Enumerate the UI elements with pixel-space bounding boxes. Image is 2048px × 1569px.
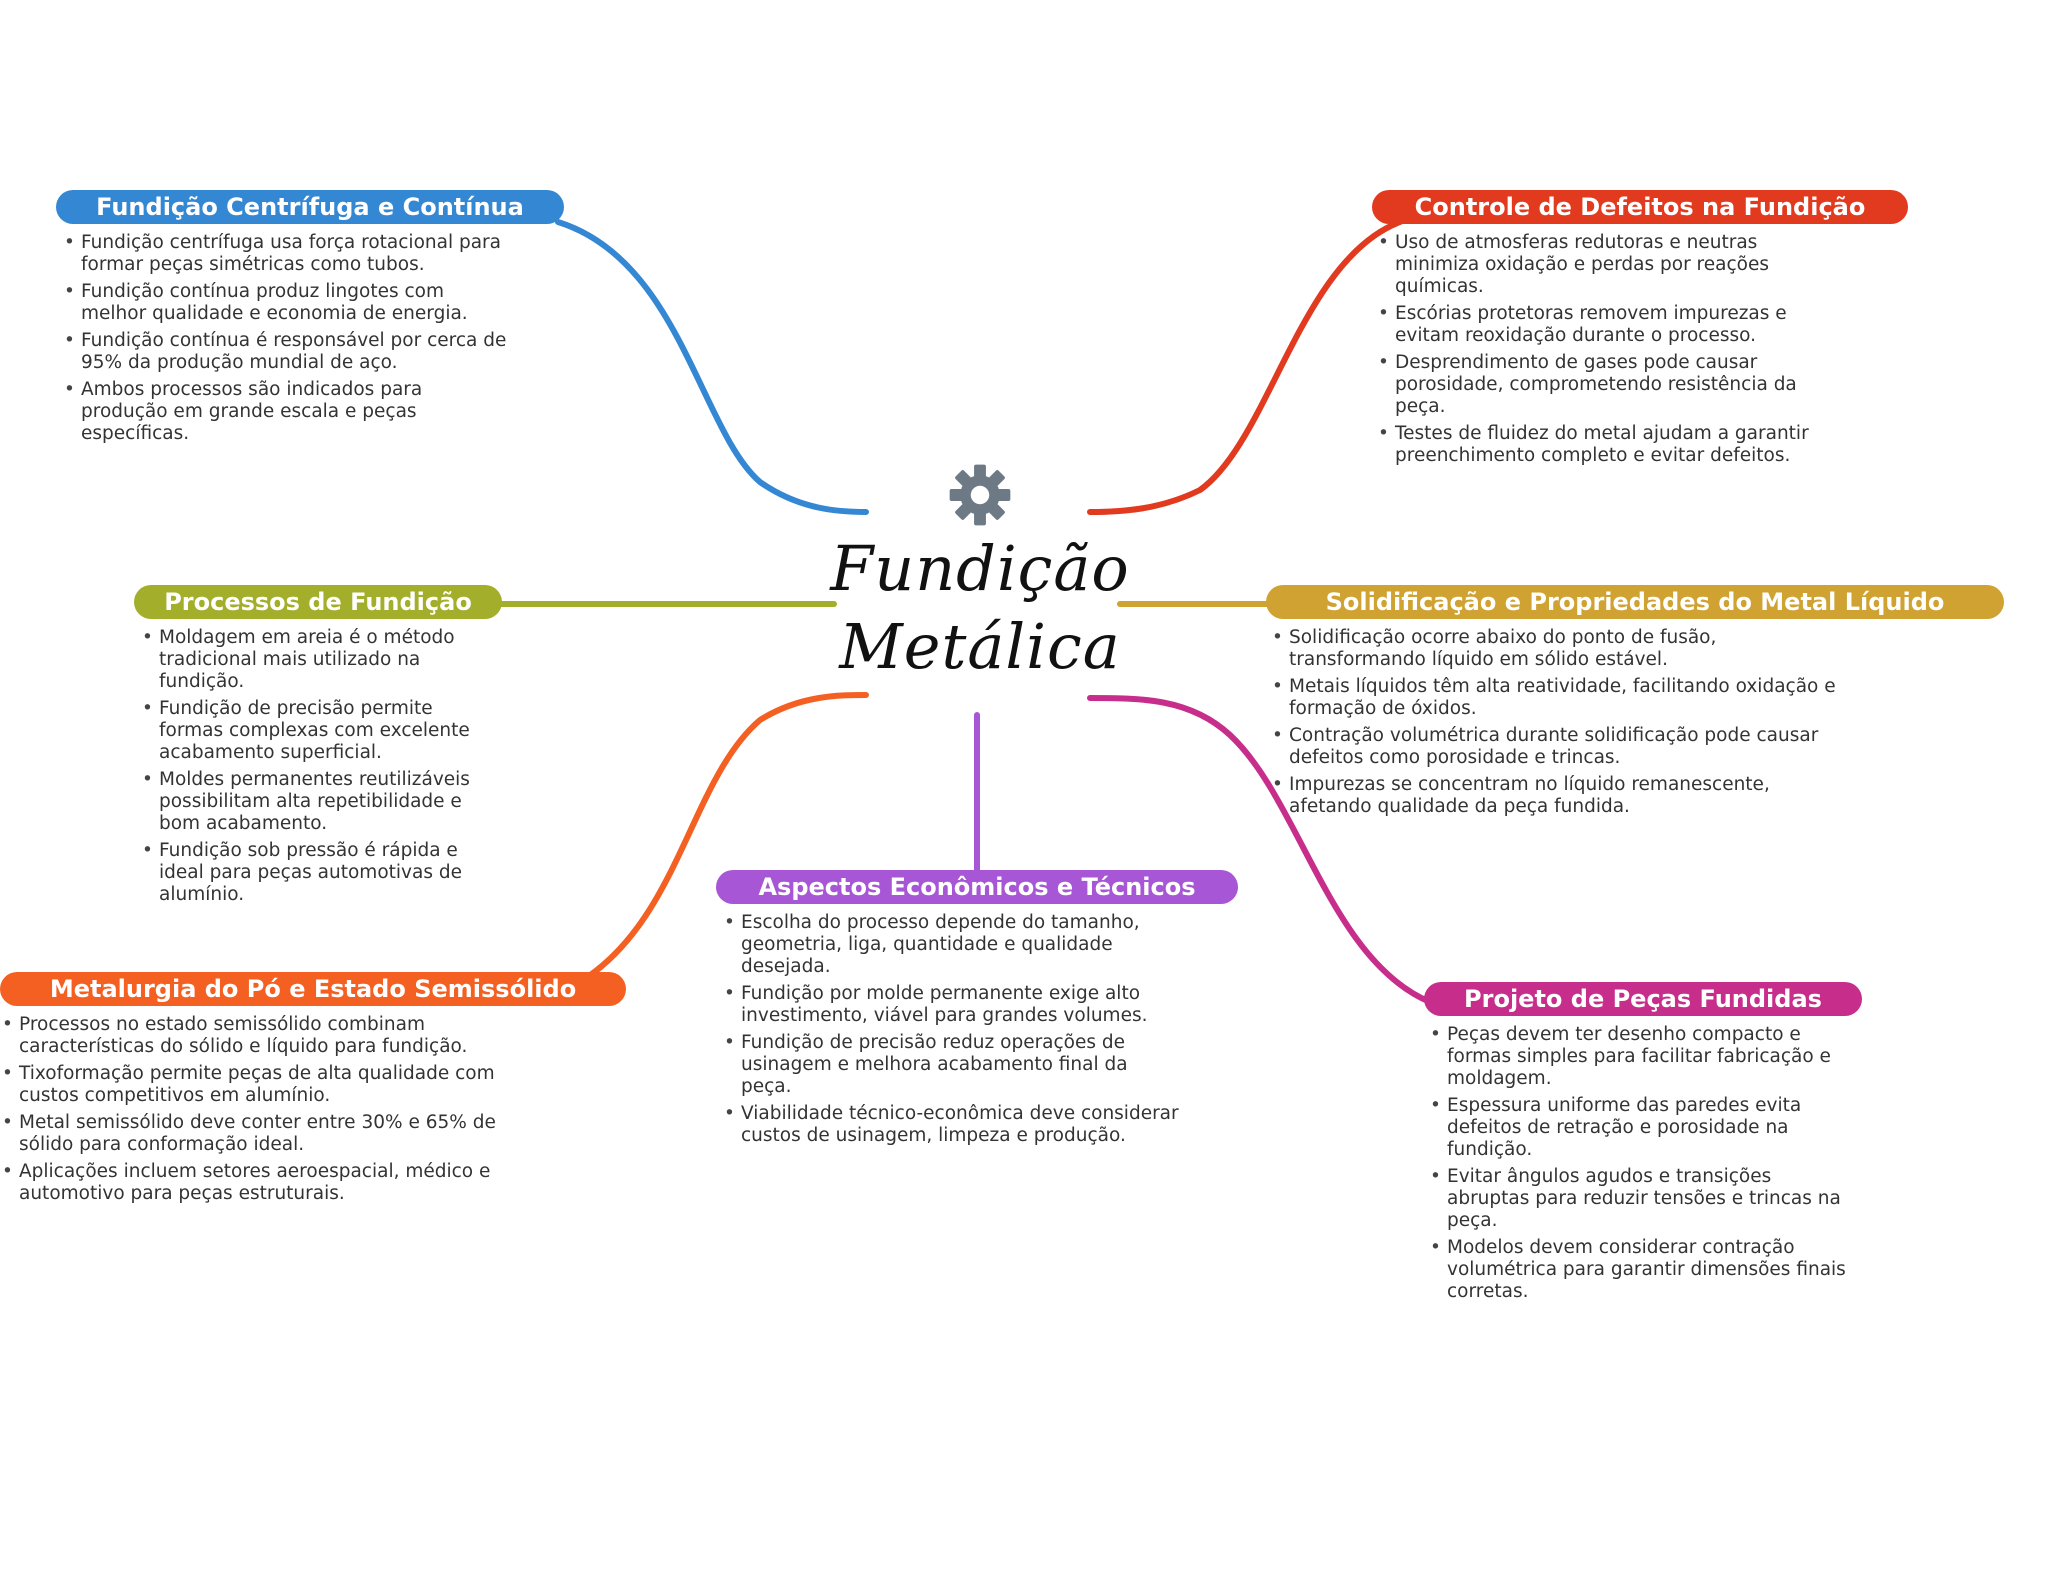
topic-projeto[interactable]: Projeto de Peças Fundidas xyxy=(1424,982,1862,1016)
notes-defeitos: Uso de atmosferas redutoras e neutras mi… xyxy=(1376,232,1846,472)
note-item: Fundição centrífuga usa força rotacional… xyxy=(62,232,512,276)
connector-metalurgia xyxy=(577,692,869,985)
connector-centrifuga xyxy=(555,219,869,515)
note-item: Contração volumétrica durante solidifica… xyxy=(1270,725,1850,769)
note-item: Solidificação ocorre abaixo do ponto de … xyxy=(1270,627,1850,671)
notes-solidificacao: Solidificação ocorre abaixo do ponto de … xyxy=(1270,627,1850,823)
note-item: Fundição contínua produz lingotes com me… xyxy=(62,281,512,325)
gear-icon xyxy=(949,464,1011,526)
note-item: Ambos processos são indicados para produ… xyxy=(62,379,512,445)
note-item: Modelos devem considerar contração volum… xyxy=(1428,1237,1848,1303)
topic-solidificacao[interactable]: Solidificação e Propriedades do Metal Lí… xyxy=(1266,585,2004,619)
note-item: Desprendimento de gases pode causar poro… xyxy=(1376,352,1846,418)
note-item: Fundição sob pressão é rápida e ideal pa… xyxy=(140,840,500,906)
note-item: Fundição por molde permanente exige alto… xyxy=(722,983,1182,1027)
note-item: Escórias protetoras removem impurezas e … xyxy=(1376,303,1846,347)
note-item: Testes de fluidez do metal ajudam a gara… xyxy=(1376,423,1846,467)
central-topic[interactable]: Fundição Metálica xyxy=(830,452,1130,702)
notes-centrifuga: Fundição centrífuga usa força rotacional… xyxy=(62,232,512,450)
gear-hole xyxy=(970,485,990,505)
notes-projeto: Peças devem ter desenho compacto e forma… xyxy=(1428,1024,1848,1308)
note-item: Metais líquidos têm alta reatividade, fa… xyxy=(1270,676,1850,720)
topic-processos[interactable]: Processos de Fundição xyxy=(134,585,502,619)
note-item: Aplicações incluem setores aeroespacial,… xyxy=(0,1161,500,1205)
central-title-line-1: Fundição xyxy=(830,532,1130,605)
note-item: Viabilidade técnico-econômica deve consi… xyxy=(722,1103,1182,1147)
connector-defeitos xyxy=(1087,219,1403,515)
topic-metalurgia[interactable]: Metalurgia do Pó e Estado Semissólido xyxy=(0,972,626,1006)
notes-processos: Moldagem em areia é o método tradicional… xyxy=(140,627,500,911)
note-item: Moldes permanentes reutilizáveis possibi… xyxy=(140,769,500,835)
note-item: Impurezas se concentram no líquido reman… xyxy=(1270,774,1850,818)
topic-defeitos[interactable]: Controle de Defeitos na Fundição xyxy=(1372,190,1908,224)
note-item: Espessura uniforme das paredes evita def… xyxy=(1428,1095,1848,1161)
note-item: Peças devem ter desenho compacto e forma… xyxy=(1428,1024,1848,1090)
central-title: Fundição Metálica xyxy=(830,530,1130,686)
note-item: Uso de atmosferas redutoras e neutras mi… xyxy=(1376,232,1846,298)
topic-aspectos[interactable]: Aspectos Econômicos e Técnicos xyxy=(716,870,1238,904)
note-item: Fundição contínua é responsável por cerc… xyxy=(62,330,512,374)
topic-centrifuga[interactable]: Fundição Centrífuga e Contínua xyxy=(56,190,564,224)
note-item: Fundição de precisão permite formas comp… xyxy=(140,698,500,764)
note-item: Evitar ângulos agudos e transições abrup… xyxy=(1428,1166,1848,1232)
notes-aspectos: Escolha do processo depende do tamanho, … xyxy=(722,912,1182,1152)
gear-shape xyxy=(949,464,1011,526)
connector-projeto xyxy=(1087,695,1433,1005)
note-item: Escolha do processo depende do tamanho, … xyxy=(722,912,1182,978)
note-item: Moldagem em areia é o método tradicional… xyxy=(140,627,500,693)
notes-metalurgia: Processos no estado semissólido combinam… xyxy=(0,1014,500,1210)
note-item: Metal semissólido deve conter entre 30% … xyxy=(0,1112,500,1156)
note-item: Fundição de precisão reduz operações de … xyxy=(722,1032,1182,1098)
note-item: Tixoformação permite peças de alta quali… xyxy=(0,1063,500,1107)
note-item: Processos no estado semissólido combinam… xyxy=(0,1014,500,1058)
central-title-line-2: Metálica xyxy=(839,610,1121,683)
